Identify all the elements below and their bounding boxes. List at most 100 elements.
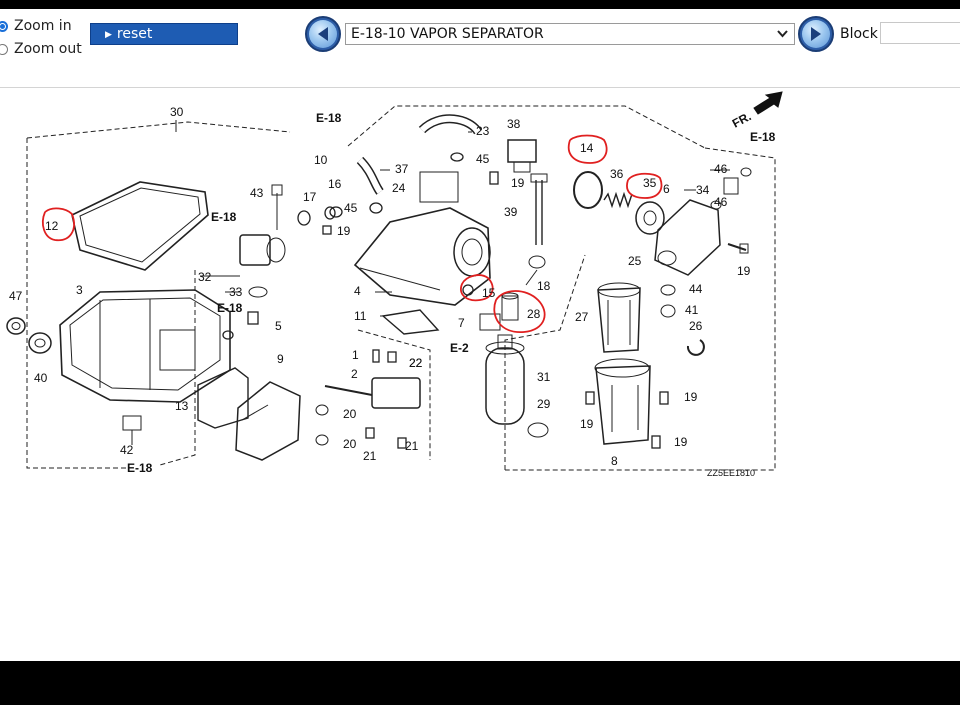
part-number: 47 — [9, 289, 23, 303]
part-number: 23 — [476, 124, 490, 138]
annotation-14 — [567, 134, 608, 164]
part-number: 35 — [643, 176, 657, 190]
part-number: 1 — [352, 348, 359, 362]
zoom-in-option[interactable]: Zoom in — [0, 18, 72, 34]
block-input[interactable] — [880, 22, 960, 44]
part-number: 20 — [343, 407, 357, 421]
group-outline — [159, 270, 196, 466]
part-number: 46 — [714, 195, 728, 209]
pressure-regulator-32 — [239, 234, 271, 266]
connector-34 — [723, 177, 739, 195]
gasket-13 — [197, 367, 249, 429]
part-number: 36 — [610, 167, 624, 181]
o-ring-14 — [573, 171, 603, 209]
part-number: 45 — [344, 201, 358, 215]
part-number: 8 — [611, 454, 618, 468]
part-number: 2 — [351, 367, 358, 381]
part-number: 38 — [507, 117, 521, 131]
part-number: 22 — [409, 356, 423, 370]
next-diagram-button[interactable] — [798, 16, 834, 52]
cover-9 — [235, 381, 301, 461]
spring-36 — [603, 191, 633, 209]
parts-diagram: 30 23 38 14 36 35 6 34 46 10 37 45 16 17… — [6, 91, 783, 478]
part-number: 18 — [537, 279, 551, 293]
grommet-29 — [527, 422, 549, 438]
part-number: 45 — [476, 152, 490, 166]
part-number: 24 — [392, 181, 406, 195]
part-number: 10 — [314, 153, 328, 167]
washer-44 — [660, 284, 676, 296]
group-outline — [505, 147, 776, 471]
sensor-38 — [507, 139, 537, 163]
part-number: 46 — [714, 162, 728, 176]
cap-47 — [6, 317, 26, 335]
part-number: 42 — [120, 443, 134, 457]
group-outline — [26, 138, 130, 469]
annotation-35 — [626, 172, 663, 199]
zoom-out-option[interactable]: Zoom out — [0, 41, 82, 57]
reference-labels: E-18 E-18 E-18 E-18 E-18 E-2 FR. — [127, 109, 776, 475]
group-outline — [504, 254, 586, 470]
annotation-15 — [460, 274, 494, 302]
reset-button[interactable]: ▶reset — [90, 23, 238, 45]
part-number: 26 — [689, 319, 703, 333]
part-number: 19 — [337, 224, 351, 238]
part-number: 27 — [575, 310, 589, 324]
part-number: 22 — [409, 356, 423, 370]
part-number: 15 — [482, 286, 496, 300]
part-number: 17 — [303, 190, 317, 204]
part-number: 3 — [76, 283, 83, 297]
zoom-in-label: Zoom in — [14, 18, 72, 34]
clip-26 — [686, 339, 705, 356]
part-number: 33 — [229, 285, 243, 299]
ref-e18: E-18 — [217, 301, 243, 315]
zoom-out-radio[interactable] — [0, 43, 8, 55]
group-outline — [357, 329, 431, 460]
part-number: 40 — [34, 371, 48, 385]
zoom-in-radio[interactable] — [0, 20, 8, 32]
group-outline — [347, 105, 706, 149]
ref-e18: E-18 — [211, 210, 237, 224]
strainer-27 — [597, 287, 641, 353]
ring-18 — [528, 255, 546, 269]
diagram-select[interactable]: E-18-10 VAPOR SEPARATOR — [345, 23, 795, 45]
part-number: 16 — [328, 177, 342, 191]
plug-41 — [660, 304, 676, 318]
toolbar: Zoom in Zoom out ▶reset E-18-10 VAPOR SE… — [0, 9, 960, 88]
connector-39 — [530, 173, 548, 183]
drain-bolt-42 — [122, 415, 142, 431]
part-number: 9 — [277, 352, 284, 366]
part-number: 11 — [354, 309, 367, 323]
block-label: Block — [840, 26, 878, 42]
filter-35 — [635, 201, 665, 235]
part-labels: 30 23 38 14 36 35 6 34 46 10 37 45 16 17… — [9, 105, 728, 468]
diagram-code: ZZ5EE1810 — [707, 468, 755, 478]
part-number: 12 — [45, 219, 59, 233]
triangle-left-icon — [309, 20, 337, 48]
annotation-28 — [493, 290, 546, 333]
reset-label: reset — [116, 26, 153, 42]
fuel-pump-31 — [485, 347, 525, 425]
throttle-body-4 — [353, 207, 491, 306]
part-number: 19 — [511, 176, 525, 190]
part-number: 14 — [580, 141, 594, 155]
grommet-40 — [28, 332, 52, 354]
cap-28 — [501, 295, 519, 321]
previous-diagram-button[interactable] — [305, 16, 341, 52]
part-number: 21 — [363, 449, 377, 463]
part-number: 39 — [504, 205, 518, 219]
gasket-12 — [71, 181, 209, 271]
part-number: 20 — [343, 437, 357, 451]
part-number: 28 — [527, 307, 541, 321]
bracket-11 — [381, 309, 440, 335]
part-number: 44 — [689, 282, 703, 296]
housing-25 — [654, 199, 721, 276]
part-number: 32 — [198, 270, 212, 284]
part-number: 21 — [405, 439, 419, 453]
part-number: 30 — [170, 105, 184, 119]
part-number: 4 — [354, 284, 361, 298]
zoom-out-label: Zoom out — [14, 41, 82, 57]
ref-e18: E-18 — [316, 111, 342, 125]
part-number: 41 — [685, 303, 699, 317]
part-number: 31 — [537, 370, 551, 384]
